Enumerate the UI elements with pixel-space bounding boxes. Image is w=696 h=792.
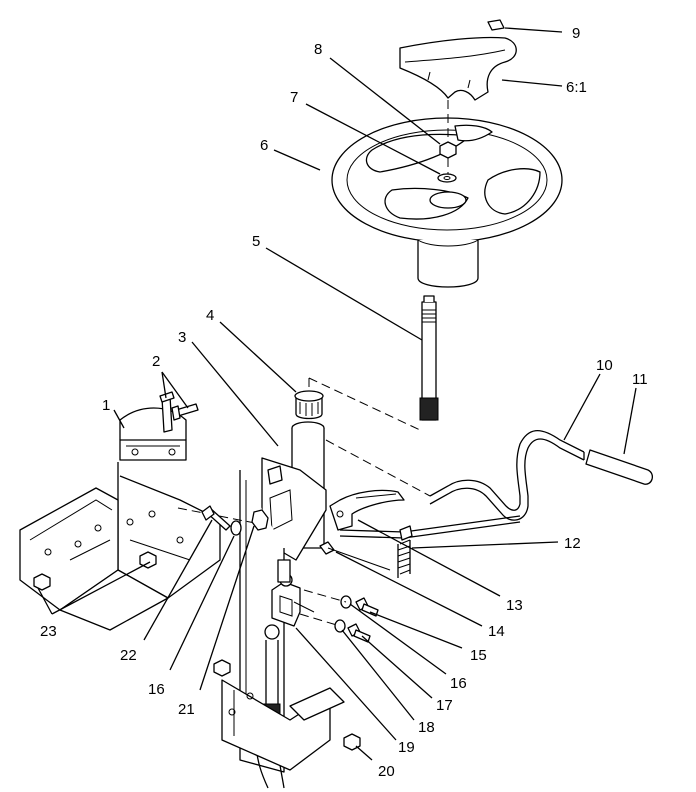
callout-11: 11 bbox=[632, 371, 648, 388]
callout-1: 1 bbox=[102, 397, 110, 414]
shift-knob bbox=[585, 449, 654, 485]
mounting-bolts bbox=[159, 391, 199, 433]
callout-23: 23 bbox=[40, 623, 57, 640]
linkage-rod bbox=[339, 515, 521, 539]
spring bbox=[397, 525, 413, 578]
callout-5: 5 bbox=[252, 233, 260, 250]
callout-14: 14 bbox=[488, 623, 505, 640]
callout-8: 8 bbox=[314, 41, 322, 58]
callout-labels: 9 6:1 8 7 6 5 4 3 2 1 10 11 12 13 14 15 … bbox=[40, 25, 648, 780]
callout-13: 13 bbox=[506, 597, 523, 614]
callout-22: 22 bbox=[120, 647, 137, 664]
bolt-22 bbox=[201, 505, 231, 531]
callout-6: 6 bbox=[260, 137, 268, 154]
leader-lines bbox=[37, 27, 637, 761]
callout-4: 4 bbox=[206, 307, 214, 324]
steering-wheel-cap bbox=[399, 36, 517, 101]
callout-21: 21 bbox=[178, 701, 195, 718]
callout-12: 12 bbox=[564, 535, 581, 552]
shift-lever bbox=[429, 430, 585, 521]
lower-bracket bbox=[221, 679, 345, 771]
frame-bracket bbox=[19, 462, 221, 631]
callout-16-left: 16 bbox=[148, 681, 165, 698]
callout-7: 7 bbox=[290, 89, 298, 106]
cap-clip bbox=[487, 19, 505, 31]
callout-2: 2 bbox=[152, 353, 160, 370]
callout-19: 19 bbox=[398, 739, 415, 756]
callout-18: 18 bbox=[418, 719, 435, 736]
frame-nuts bbox=[33, 551, 157, 591]
callout-9: 9 bbox=[572, 25, 580, 42]
callout-16-right: 16 bbox=[450, 675, 467, 692]
shift-arm bbox=[329, 489, 405, 531]
universal-joint bbox=[264, 559, 315, 640]
washer-16-left bbox=[230, 520, 242, 536]
callout-3: 3 bbox=[178, 329, 186, 346]
pivot-bolt bbox=[319, 541, 391, 571]
lower-nut-left bbox=[213, 659, 231, 677]
callout-20: 20 bbox=[378, 763, 395, 780]
hub-washer bbox=[437, 173, 457, 183]
callout-10: 10 bbox=[596, 357, 613, 374]
washer-18 bbox=[334, 619, 346, 633]
callout-6-1: 6:1 bbox=[566, 79, 587, 96]
callout-17: 17 bbox=[436, 697, 453, 714]
bushing bbox=[294, 390, 324, 420]
hub-nut bbox=[439, 141, 457, 159]
nut-21 bbox=[251, 509, 269, 531]
steering-shaft bbox=[419, 295, 439, 421]
callout-15: 15 bbox=[470, 647, 487, 664]
